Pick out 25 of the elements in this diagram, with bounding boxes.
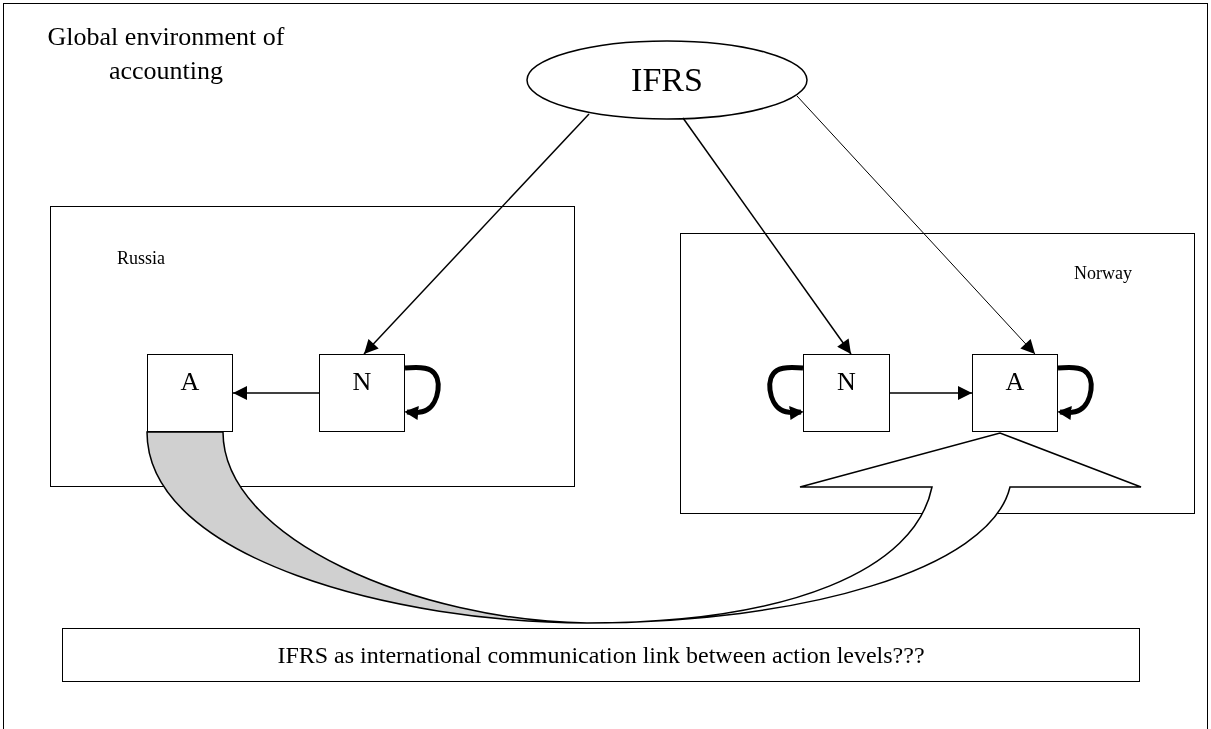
country-panel (50, 206, 575, 487)
statement-box (62, 628, 1140, 682)
panel-title: Russia (117, 247, 165, 270)
node-label: A (179, 366, 201, 398)
arrow (796, 95, 1036, 355)
process-box (803, 354, 890, 432)
ellipse-node (526, 40, 808, 120)
node-label: A (1004, 366, 1026, 398)
process-box (972, 354, 1058, 432)
arrow (682, 117, 852, 355)
node-label: N (836, 366, 857, 398)
loop-arrow (404, 364, 441, 420)
arrow (363, 113, 590, 355)
panel-title: Global environment of accounting (46, 21, 286, 87)
country-panel (680, 233, 1195, 514)
node-label: IFRS (630, 60, 704, 100)
arrow (232, 386, 320, 400)
loop-arrow (1057, 364, 1094, 420)
process-box (319, 354, 405, 432)
panel-title: Norway (1074, 262, 1132, 285)
loop-arrow (767, 364, 804, 420)
arrow (889, 386, 973, 400)
node-label: N (351, 366, 373, 398)
statement-text: IFRS as international communication link between action levels??? (276, 640, 926, 670)
curved-block-arrow (146, 431, 1142, 624)
